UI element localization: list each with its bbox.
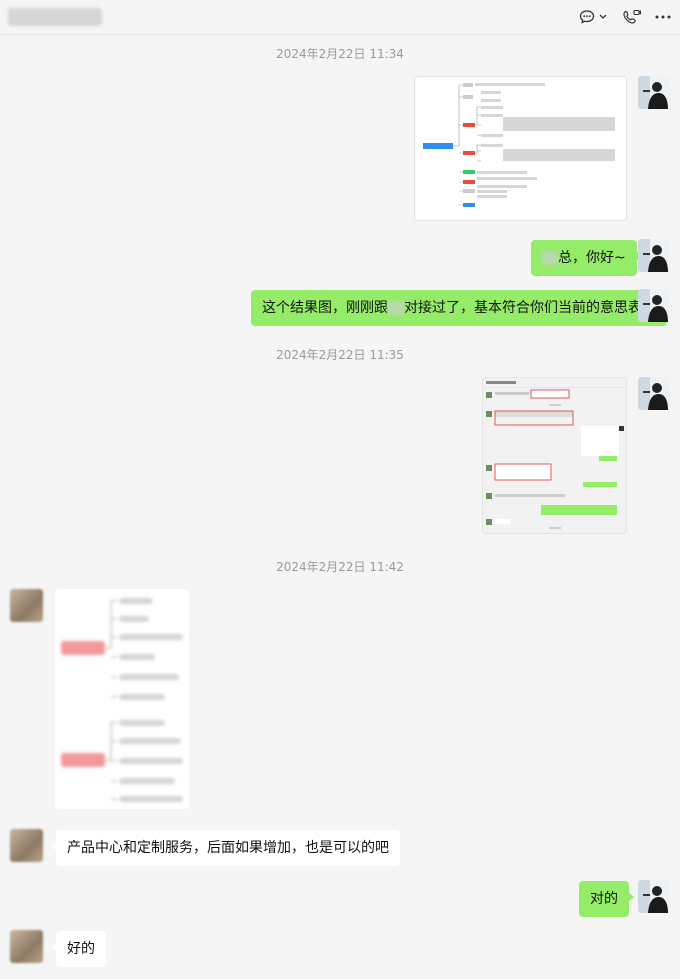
self-avatar[interactable] <box>638 377 671 410</box>
more-icon[interactable] <box>654 7 672 27</box>
message-bubble[interactable]: 产品中心和定制服务，后面如果增加，也是可以的吧 <box>51 830 400 866</box>
mindmap-image[interactable] <box>414 76 627 221</box>
message-bubble[interactable]: 这个结果图，刚刚跟对接过了，基本符合你们当前的意思表达 <box>251 290 672 326</box>
timestamp: 2024年2月22日 11:34 <box>276 47 404 61</box>
message-bubble[interactable]: 好的 <box>51 931 106 967</box>
timestamp: 2024年2月22日 11:35 <box>276 348 404 362</box>
contact-avatar[interactable] <box>10 589 43 622</box>
contact-avatar[interactable] <box>10 829 43 862</box>
chat-header <box>0 0 680 35</box>
blurred-mindmap-image[interactable] <box>55 589 189 809</box>
message-bubble[interactable]: 对的 <box>579 881 634 917</box>
blurred-name <box>542 251 558 265</box>
video-call-icon[interactable] <box>622 7 642 27</box>
chat-title[interactable] <box>8 8 102 26</box>
contact-avatar[interactable] <box>10 930 43 963</box>
chat-icon[interactable] <box>578 7 596 27</box>
blurred-name <box>388 301 404 315</box>
timestamp: 2024年2月22日 11:42 <box>276 560 404 574</box>
chevron-down-icon[interactable] <box>598 7 608 27</box>
self-avatar[interactable] <box>638 880 671 913</box>
message-bubble[interactable]: 总，你好~ <box>531 240 642 276</box>
chat-screenshot-image[interactable] <box>482 377 627 534</box>
self-avatar[interactable] <box>638 76 671 109</box>
self-avatar[interactable] <box>638 289 671 322</box>
self-avatar[interactable] <box>638 239 671 272</box>
